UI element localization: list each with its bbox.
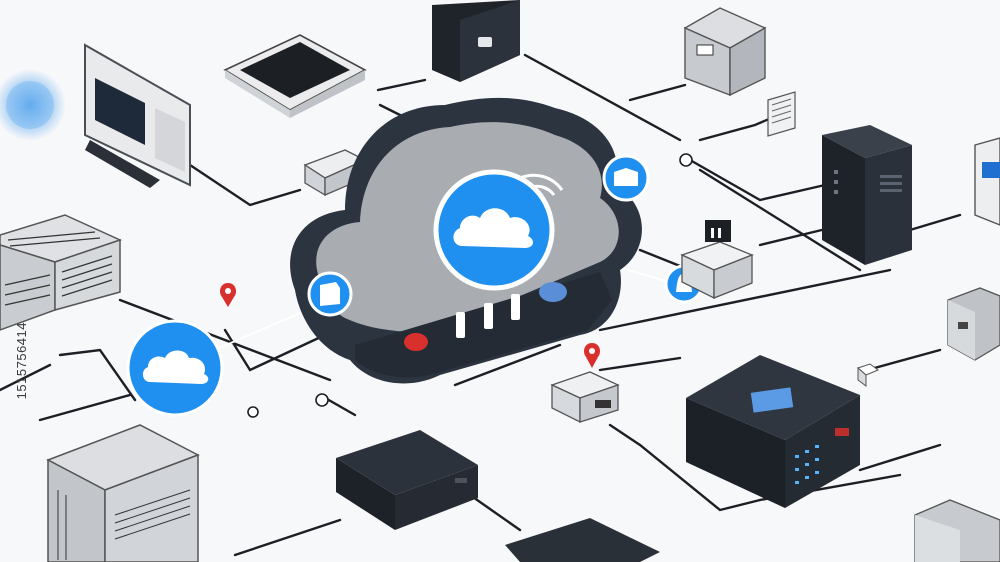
tablet-device [223, 34, 367, 118]
grey-box-device [683, 7, 767, 97]
document-badge [307, 271, 353, 317]
dark-switch-bottom [336, 430, 478, 530]
small-plug [857, 363, 879, 387]
tower-server [822, 125, 912, 265]
edge-monitor [974, 137, 1000, 226]
blurred-cloud-badge [0, 69, 66, 141]
location-pin-left [220, 283, 236, 307]
monitor-device [84, 43, 191, 188]
small-router-right [680, 220, 754, 300]
grey-server-bottom [46, 424, 200, 562]
line-nodes [247, 153, 693, 418]
grey-cube-device [947, 287, 1000, 361]
rack-server-left [0, 214, 123, 331]
dark-server-large [686, 355, 860, 508]
network-lines [0, 53, 962, 557]
message-badge [602, 154, 650, 202]
white-router [550, 371, 620, 424]
cloud-panel-ports [404, 282, 567, 351]
document-icon [767, 91, 796, 137]
cloud-icon-badge-center [433, 169, 555, 291]
dark-slab-bottom [505, 518, 660, 562]
cloud-icon-badge-left [126, 319, 224, 417]
dark-router [432, 0, 520, 82]
location-pin-center [584, 343, 600, 368]
stock-id-watermark: 1515756414 [14, 322, 29, 400]
grey-box-bottom-right [914, 499, 1000, 562]
